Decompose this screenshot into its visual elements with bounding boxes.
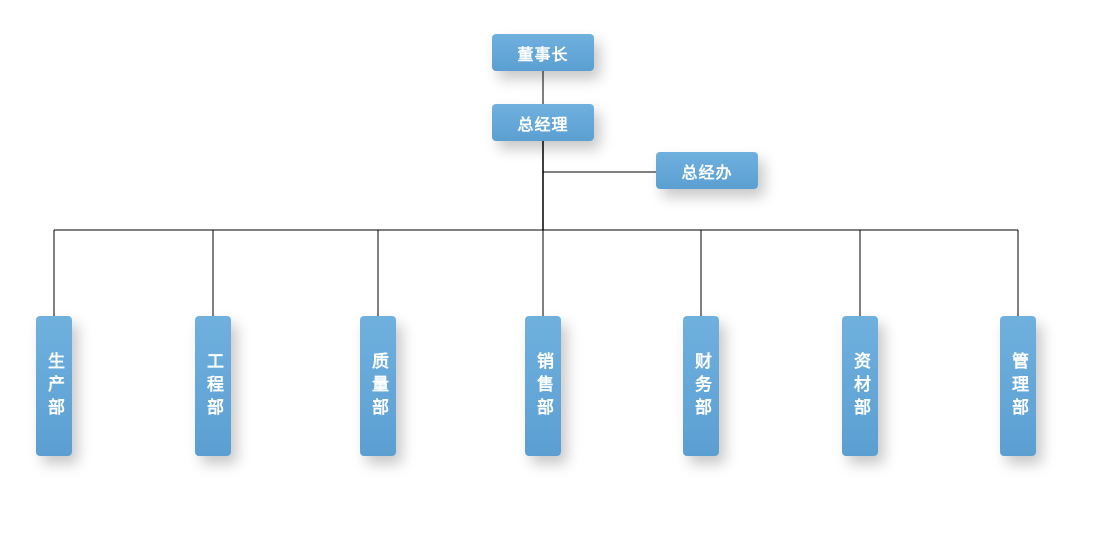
node-general-manager-label: 总经理 <box>517 114 569 134</box>
node-dept-management: 管理部 <box>1000 316 1036 456</box>
node-dept-production: 生产部 <box>36 316 72 456</box>
node-chairman-label: 董事长 <box>517 44 569 64</box>
node-gm-office-label: 总经办 <box>681 162 733 182</box>
node-dept-materials: 资材部 <box>842 316 878 456</box>
node-dept-finance: 财务部 <box>683 316 719 456</box>
node-dept-label: 财务部 <box>691 351 711 421</box>
node-dept-engineering: 工程部 <box>195 316 231 456</box>
node-general-manager: 总经理 <box>492 104 594 141</box>
node-dept-label: 资材部 <box>850 351 870 421</box>
node-dept-label: 管理部 <box>1008 351 1028 421</box>
node-gm-office: 总经办 <box>656 152 758 189</box>
node-dept-label: 生产部 <box>44 351 64 421</box>
node-chairman: 董事长 <box>492 34 594 71</box>
node-dept-label: 质量部 <box>368 351 388 421</box>
node-dept-label: 销售部 <box>533 351 553 421</box>
node-dept-quality: 质量部 <box>360 316 396 456</box>
node-dept-sales: 销售部 <box>525 316 561 456</box>
node-dept-label: 工程部 <box>203 351 223 421</box>
